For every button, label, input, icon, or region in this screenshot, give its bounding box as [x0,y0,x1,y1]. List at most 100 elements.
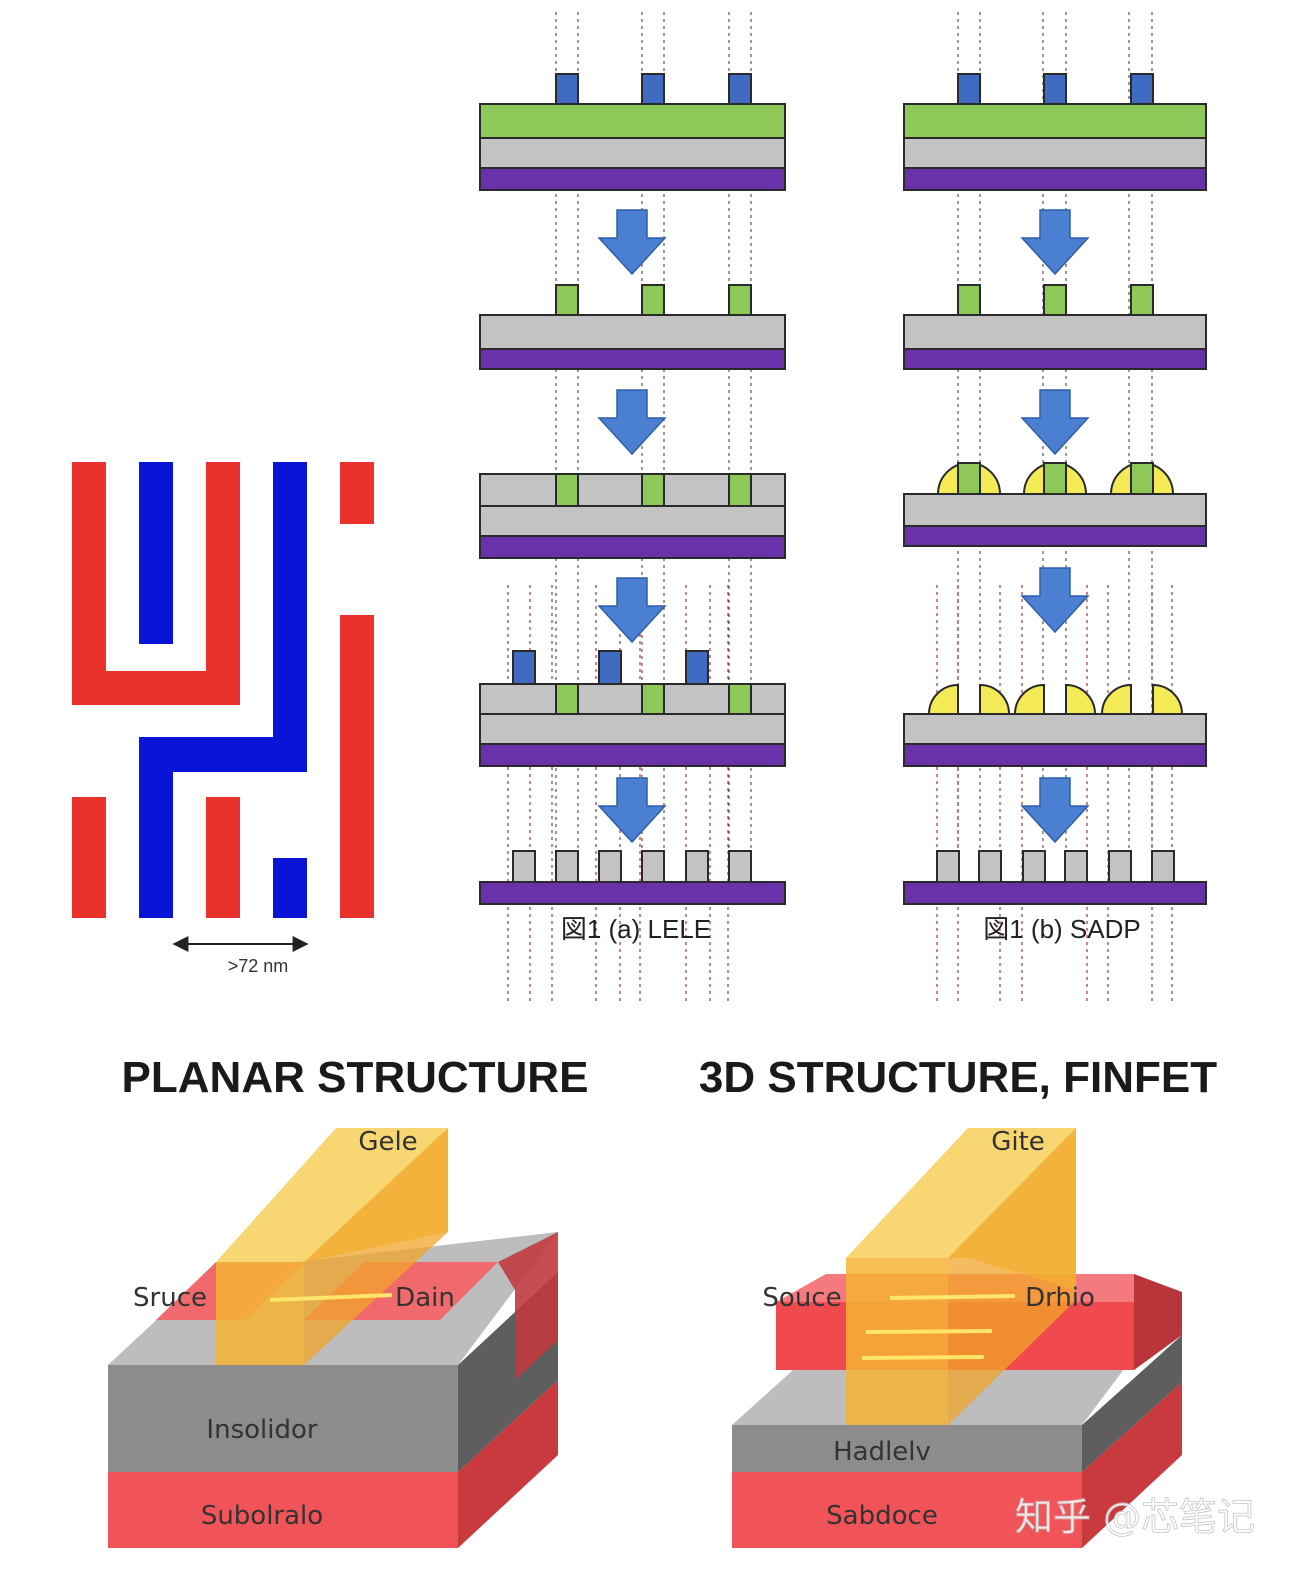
planar-transistor: Gele Sruce Dain Insolidor Subolralo [108,1127,558,1548]
lele-s4-resist-1 [512,650,536,685]
sadp-s1-hardmask [903,103,1207,139]
sadp-s3-mandrel-2 [1043,462,1067,495]
lele-arrow-3 [597,577,667,644]
planar-gate-side [304,1128,448,1365]
sadp-s3-oxide [903,493,1207,527]
planar-gate-label: Gele [358,1127,417,1157]
sadp-s4-spacer-right-3 [1152,683,1184,715]
lele-s4-oxide [479,713,786,745]
lele-s4-resist-2 [598,650,622,685]
sadp-s5-line-5 [1108,850,1132,883]
layout-pattern: >72 nm [72,462,374,976]
mask-a-lines [72,462,374,918]
lele-s5-line-4 [641,850,665,883]
lele-s3-oxide [479,505,786,537]
finfet-channel-line-2 [865,1329,993,1334]
sadp-s2-mandrel-1 [957,284,981,316]
lele-s4-hardmask-2 [641,683,665,715]
lele-s1-oxide [479,137,786,169]
sadp-s1-base [903,167,1207,191]
sadp-s4-oxide [903,713,1207,745]
finfet-gate-label: Gite [991,1127,1045,1157]
sadp-s4-spacer-left-3 [1100,683,1132,715]
sadp-s3-base [903,525,1207,547]
lele-s1-resist-2 [641,73,665,106]
finfet-source-label: Souce [762,1283,841,1313]
lele-s1-base [479,167,786,191]
finfet-insulator-front [732,1425,1082,1472]
sadp-s5-base [903,881,1207,905]
sadp-arrow-4 [1020,777,1090,844]
finfet-insulator-label: Hadlelv [833,1437,931,1467]
planar-substrate-front [108,1472,458,1548]
sadp-s5-line-3 [1022,850,1046,883]
sadp-process-flow [903,12,1207,1005]
lele-arrow-4 [597,777,667,844]
finfet-drain-label: Drhio [1025,1283,1095,1313]
lele-s5-line-6 [728,850,752,883]
planar-gate-front [216,1262,304,1365]
finfet-channel-line-3 [861,1355,985,1360]
finfet-channel-line-1 [889,1294,1016,1300]
planar-channel-line [269,1293,393,1302]
planar-insulator-front [108,1365,458,1472]
lele-s4-base [479,743,786,767]
sadp-caption: 図1 (b) SADP [983,914,1141,944]
lele-caption: 図1 (a) LELE [561,914,711,944]
lele-s5-line-1 [512,850,536,883]
lele-s2-oxide [479,314,786,350]
finfet-substrate-label: Sabdoce [826,1501,938,1531]
lele-s4-hardmask-1 [555,683,579,715]
planar-heading: PLANAR STRUCTURE [122,1053,589,1102]
sadp-s3-mandrel-1 [957,462,981,495]
sadp-s2-oxide [903,314,1207,350]
lele-arrow-2 [597,389,667,456]
planar-substrate-label: Subolralo [201,1501,323,1531]
lele-s2-base [479,348,786,370]
finfet-fin-side [1134,1274,1182,1370]
lele-s3-base [479,535,786,559]
sadp-s2-base [903,348,1207,370]
sadp-s1-oxide [903,137,1207,169]
sadp-s4-spacer-right-2 [1065,683,1097,715]
finfet-gate-side [948,1128,1076,1425]
finfet-substrate-side [1082,1382,1182,1548]
finfet-insulator-side [1082,1335,1182,1472]
planar-source-label: Sruce [133,1283,207,1313]
sadp-arrow-2 [1020,389,1090,456]
lele-s5-line-5 [685,850,709,883]
sadp-s2-mandrel-2 [1043,284,1067,316]
sadp-s1-resist-3 [1130,73,1154,106]
sadp-s4-spacer-right-1 [979,683,1011,715]
lele-s2-hardmask-3 [728,284,752,316]
planar-drain-label: Dain [395,1283,455,1313]
lele-s2-hardmask-2 [641,284,665,316]
lele-s3-hardmask-3 [728,473,752,507]
lele-s4-hardmask-3 [728,683,752,715]
planar-drain-side [498,1232,558,1380]
watermark: 知乎 @芯笔记 [1015,1495,1255,1539]
finfet-heading: 3D STRUCTURE, FINFET [699,1053,1217,1102]
lele-s2-hardmask-1 [555,284,579,316]
lele-s4-resist-3 [685,650,709,685]
sadp-s1-resist-2 [1043,73,1067,106]
mask-b-lines [139,462,307,918]
lele-s1-resist-1 [555,73,579,106]
sadp-s3-mandrel-3 [1130,462,1154,495]
sadp-arrow-1 [1020,209,1090,276]
lele-s1-resist-3 [728,73,752,106]
sadp-s1-resist-1 [957,73,981,106]
lele-s3-hardmask-2 [641,473,665,507]
sadp-s5-line-2 [978,850,1002,883]
sadp-s4-base [903,743,1207,767]
finfet-gate-front [846,1258,948,1425]
lele-s1-hardmask [479,103,786,139]
lele-s5-line-2 [555,850,579,883]
dimension-label: >72 nm [228,956,289,976]
finfet-substrate-front [732,1472,1082,1548]
lele-s5-line-3 [598,850,622,883]
planar-substrate-side [458,1380,558,1548]
sadp-s5-line-1 [936,850,960,883]
lele-arrow-1 [597,209,667,276]
